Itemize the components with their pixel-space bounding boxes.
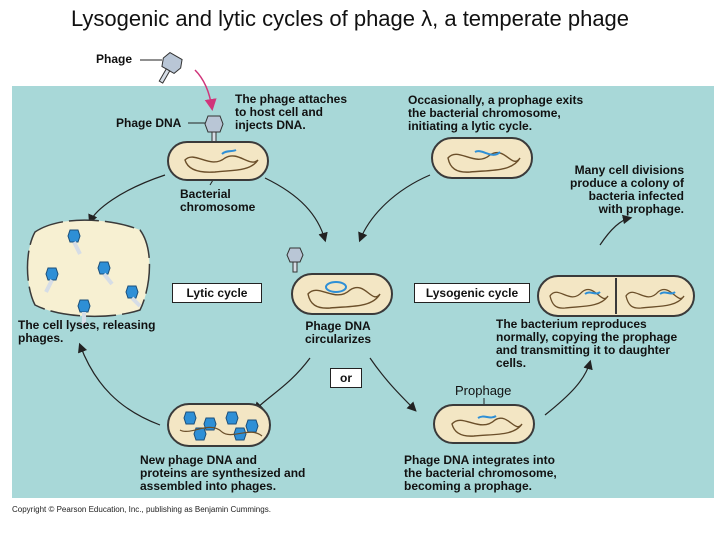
label-occasionally: Occasionally, a prophage exits the bacte… (408, 93, 584, 133)
cell-prophage-exit (431, 137, 533, 179)
page-title: Lysogenic and lytic cycles of phage λ, a… (70, 6, 630, 31)
cell-synthesis (167, 403, 271, 447)
cell-lysing (26, 219, 151, 324)
label-many-divisions: Many cell divisions produce a colony of … (570, 163, 685, 216)
arrow-to-integrate (369, 357, 417, 412)
cell-dividing (537, 275, 695, 317)
label-synthesized: New phage DNA and proteins are synthesiz… (140, 453, 306, 493)
label-prophage: Prophage (455, 383, 512, 398)
copyright-text: Copyright © Pearson Education, Inc., pub… (12, 505, 271, 514)
arrow-to-lyse (78, 342, 161, 426)
lytic-cycle-box: Lytic cycle (172, 283, 262, 303)
label-attach: The phage attaches to host cell and inje… (235, 92, 348, 132)
label-bacterial-chromosome: Bacterial chromosome (180, 187, 256, 214)
label-phage: Phage (96, 52, 133, 66)
cell-circularize (286, 247, 393, 315)
arrow-phage-attach (194, 69, 217, 111)
label-integrates: Phage DNA integrates into the bacterial … (404, 453, 557, 493)
label-cell-lyses: The cell lyses, releasing phages. (18, 318, 156, 345)
arrow-divisions (599, 214, 633, 246)
cell-infection (167, 141, 269, 181)
lysogenic-cycle-box: Lysogenic cycle (414, 283, 530, 303)
or-box: or (330, 368, 362, 388)
label-circularizes: Phage DNA circularizes (305, 319, 372, 346)
free-phage (158, 51, 183, 84)
cell-prophage (433, 404, 535, 444)
arrow-attach-to-circularize (264, 177, 328, 243)
arrow-lysis-to-attach (88, 174, 166, 225)
label-reproduces: The bacterium reproduces normally, copyi… (496, 317, 678, 370)
arrow-to-reproduce (544, 359, 593, 416)
arrow-exit-to-circularize (358, 174, 431, 243)
label-phage-dna: Phage DNA (116, 116, 182, 130)
arrow-to-synthesize (253, 357, 311, 412)
